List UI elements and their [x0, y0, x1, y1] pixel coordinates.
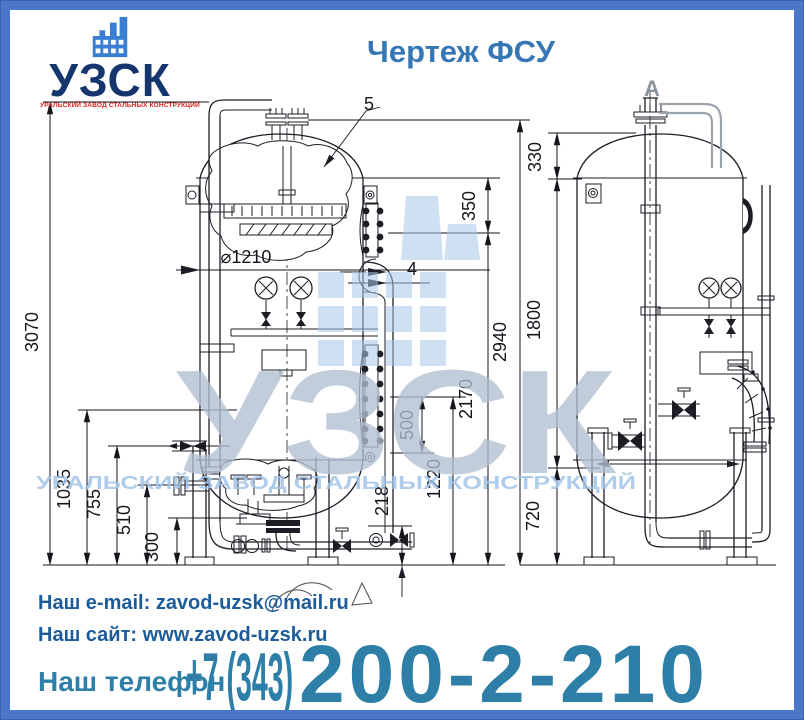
dim-755: 755: [84, 489, 104, 519]
dimension-labels: 3070 1035 755 510 300 ⌀1210 5 350 4 500 …: [22, 76, 660, 562]
dim-350: 350: [459, 191, 479, 221]
watermark-text: УЗСК: [176, 340, 617, 505]
dim-1220: 1220: [424, 459, 444, 499]
dim-510: 510: [114, 505, 134, 535]
company-logo: УЗСК УРАЛЬСКИЙ ЗАВОД СТАЛЬНЫХ КОНСТРУКЦИ…: [40, 13, 200, 110]
dim-218: 218: [372, 486, 392, 516]
dim-1800: 1800: [524, 300, 544, 340]
dim-720: 720: [523, 501, 543, 531]
watermark-caption: УРАЛЬСКИЙ ЗАВОД СТАЛЬНЫХ КОНСТРУКЦИЙ: [36, 472, 636, 493]
dim-2170: 2170: [456, 379, 476, 419]
watermark: УЗСК УРАЛЬСКИЙ ЗАВОД СТАЛЬНЫХ КОНСТРУКЦИ…: [36, 196, 636, 505]
dim-diameter: ⌀1210: [221, 247, 272, 267]
dim-1035: 1035: [54, 469, 74, 509]
left-vessel-view: [168, 99, 415, 566]
factory-icon: [92, 16, 128, 58]
view-label-a: А: [644, 76, 660, 101]
dim-330: 330: [525, 142, 545, 172]
page-title: Чертеж ФСУ: [367, 34, 555, 69]
factory-watermark-icon: [318, 196, 480, 366]
dim-3070: 3070: [22, 312, 42, 352]
dim-4: 4: [407, 259, 417, 279]
logo-caption: УРАЛЬСКИЙ ЗАВОД СТАЛЬНЫХ КОНСТРУКЦИЙ: [40, 102, 200, 110]
dimension-lines: [43, 101, 776, 613]
callout-5: 5: [364, 94, 374, 114]
dim-500: 500: [397, 410, 417, 440]
dim-300: 300: [142, 532, 162, 562]
logo-name: УЗСК: [49, 54, 171, 106]
dim-2940: 2940: [490, 322, 510, 362]
